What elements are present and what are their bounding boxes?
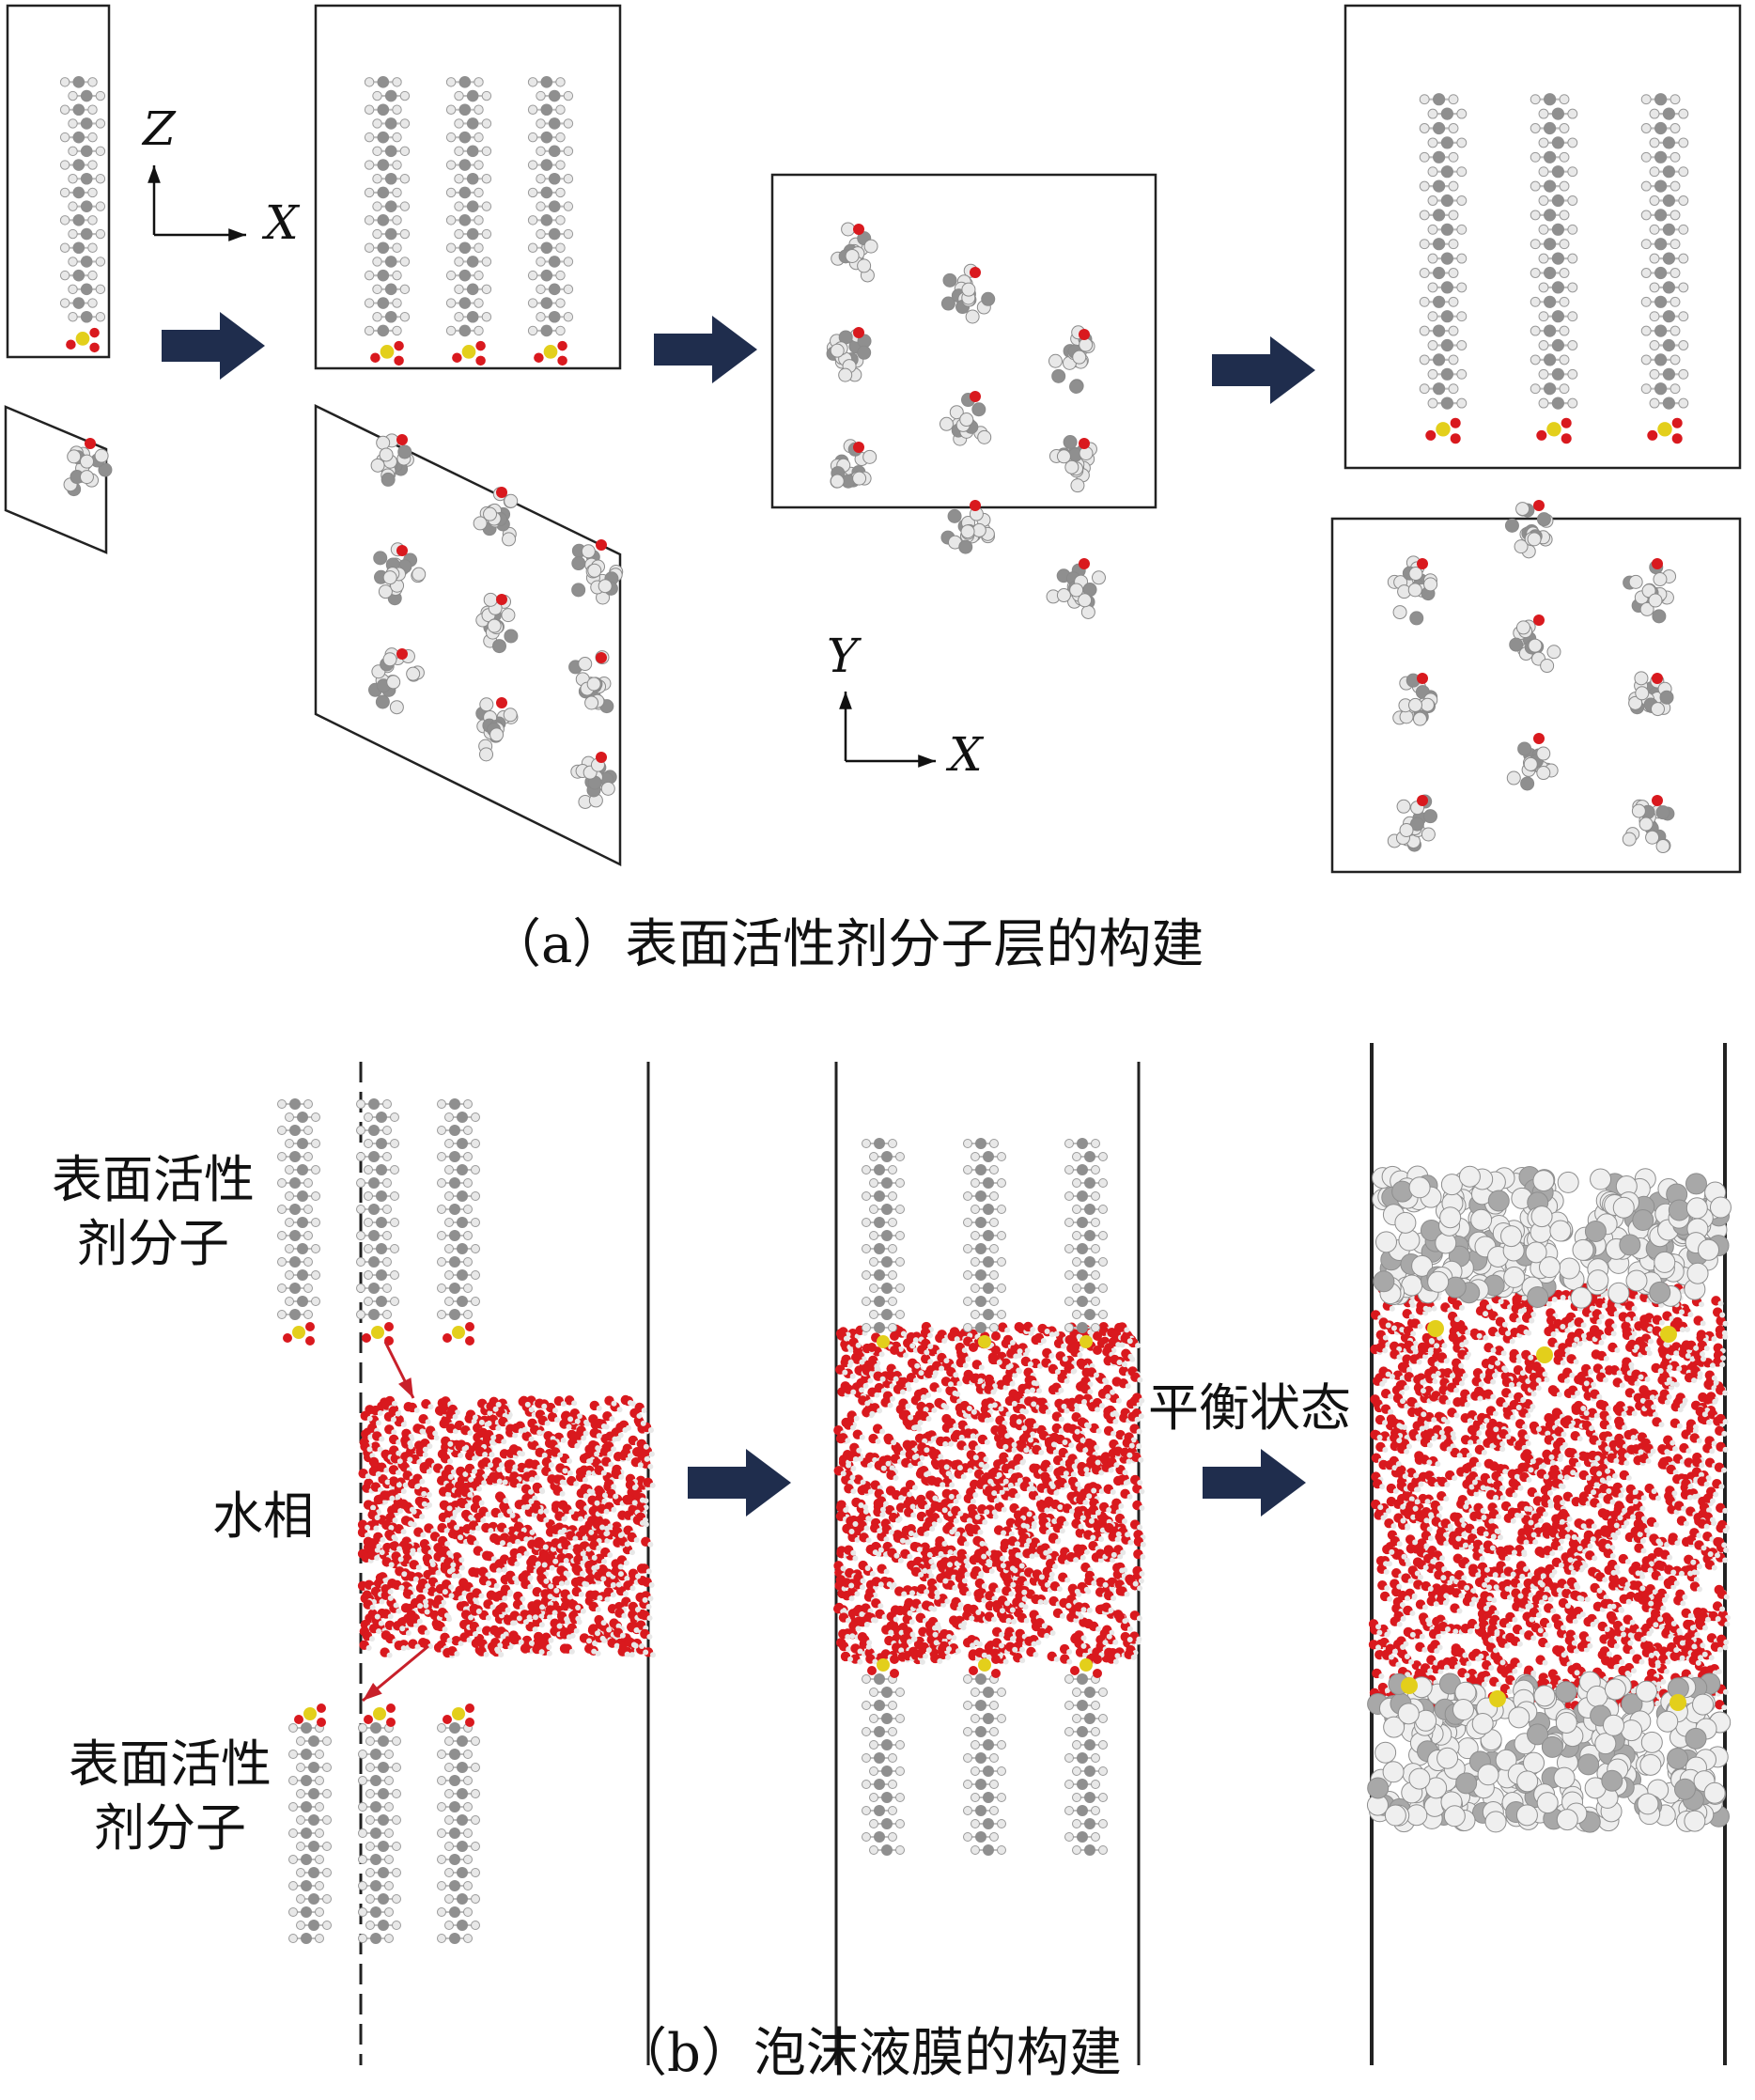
top-surfactant-2 xyxy=(357,1098,399,1346)
axis-label-x-side: X xyxy=(265,199,299,246)
relaxed-top-molecule-2 xyxy=(941,264,994,323)
final-top-molecule-9 xyxy=(1623,795,1674,853)
arrow-b-2 xyxy=(1203,1449,1306,1517)
layer-molecule-2 xyxy=(446,76,490,366)
red-arrow-top xyxy=(385,1342,413,1398)
layer-top-molecule-2 xyxy=(474,487,518,546)
caption-a: （a）表面活性剂分子层的构建 xyxy=(489,919,1204,972)
eq-head-group-4 xyxy=(1401,1677,1418,1694)
final-top-molecule-1 xyxy=(1505,500,1553,558)
final-molecule-2 xyxy=(1530,93,1577,443)
water-phase-particles xyxy=(358,1283,1731,1716)
axis-y-arrow xyxy=(839,692,852,761)
middle-bottom-surfactant-1 xyxy=(862,1655,905,1856)
final-top-molecule-8 xyxy=(1388,795,1437,851)
final-molecule-3 xyxy=(1641,93,1688,443)
axis-label-x-top: X xyxy=(949,731,983,778)
layer-top-molecule-4 xyxy=(374,543,426,605)
eq-head-group-1 xyxy=(1427,1320,1444,1337)
layer-top-molecule-5 xyxy=(476,593,518,652)
arrow-a-2 xyxy=(654,316,757,383)
axis-x-arrow xyxy=(154,228,246,241)
bottom-surfactant-2 xyxy=(359,1703,401,1944)
middle-water-slab xyxy=(833,1322,1146,1665)
relaxed-top-molecule-7 xyxy=(831,440,877,489)
arrow-b-1 xyxy=(688,1449,791,1517)
axis-label-y: Y xyxy=(827,632,858,679)
final-molecule-1 xyxy=(1420,93,1467,443)
layer-top-molecule-3 xyxy=(572,539,623,604)
surfactant-molecules xyxy=(60,76,1731,1944)
layer-molecule-3 xyxy=(528,76,572,366)
final-top-molecule-7 xyxy=(1507,733,1558,790)
layer-top-box xyxy=(316,406,620,864)
middle-top-surfactant-1 xyxy=(862,1138,905,1355)
red-arrow-bottom xyxy=(363,1646,428,1701)
middle-bottom-surfactant-3 xyxy=(1065,1655,1108,1856)
eq-head-group-5 xyxy=(1489,1690,1506,1707)
arrow-a-3 xyxy=(1212,336,1315,404)
label-surfactant-top: 表面活性剂分子 xyxy=(36,1148,271,1275)
layer-molecule-1 xyxy=(365,76,409,366)
middle-top-surfactant-2 xyxy=(964,1138,1006,1355)
middle-top-surfactant-3 xyxy=(1065,1138,1108,1355)
middle-bottom-surfactant-2 xyxy=(964,1655,1006,1856)
axis-z-arrow xyxy=(148,165,161,235)
label-equilibrium: 平衡状态 xyxy=(1148,1377,1351,1440)
relaxed-top-molecule-9 xyxy=(1047,558,1105,618)
final-top-molecule-2 xyxy=(1388,556,1437,625)
top-surfactant-3 xyxy=(438,1098,480,1346)
layer-top-molecule-9 xyxy=(571,752,616,808)
unit-cell-top-molecule xyxy=(64,438,112,496)
relaxed-top-molecule-5 xyxy=(940,391,990,445)
eq-head-group-6 xyxy=(1670,1694,1686,1711)
bottom-surfactant-3 xyxy=(438,1703,480,1944)
unit-cell-molecule xyxy=(60,76,104,352)
axis-x2-arrow xyxy=(846,754,936,768)
layer-top-molecule-8 xyxy=(476,697,518,761)
relaxed-top-molecule-3 xyxy=(1048,326,1095,394)
relaxed-top-molecule-4 xyxy=(827,327,871,381)
layer-top-molecule-6 xyxy=(569,651,613,713)
arrow-a-1 xyxy=(162,312,265,380)
final-top-molecule-3 xyxy=(1623,558,1676,623)
layer-top-molecule-1 xyxy=(371,434,413,487)
initial-water-slab xyxy=(358,1395,656,1658)
final-top-molecule-6 xyxy=(1629,672,1673,716)
bottom-surfactant-1 xyxy=(289,1703,332,1944)
eq-head-group-3 xyxy=(1660,1326,1677,1343)
label-surfactant-bottom: 表面活性剂分子 xyxy=(53,1733,287,1859)
eq-water-slab xyxy=(1369,1283,1731,1716)
caption-b: （b）泡沫液膜的构建 xyxy=(614,2028,1122,2080)
layer-top-molecule-7 xyxy=(368,648,424,714)
eq-head-group-2 xyxy=(1536,1346,1553,1363)
relaxed-top-molecule-1 xyxy=(831,223,878,282)
final-top-molecule-5 xyxy=(1393,673,1437,725)
relaxed-top-molecule-6 xyxy=(1049,436,1096,492)
final-top-molecule-4 xyxy=(1510,614,1561,673)
final-top-box xyxy=(1332,519,1740,872)
label-water-phase: 水相 xyxy=(212,1485,314,1548)
axis-label-z: Z xyxy=(143,105,176,152)
top-surfactant-1 xyxy=(278,1098,320,1346)
